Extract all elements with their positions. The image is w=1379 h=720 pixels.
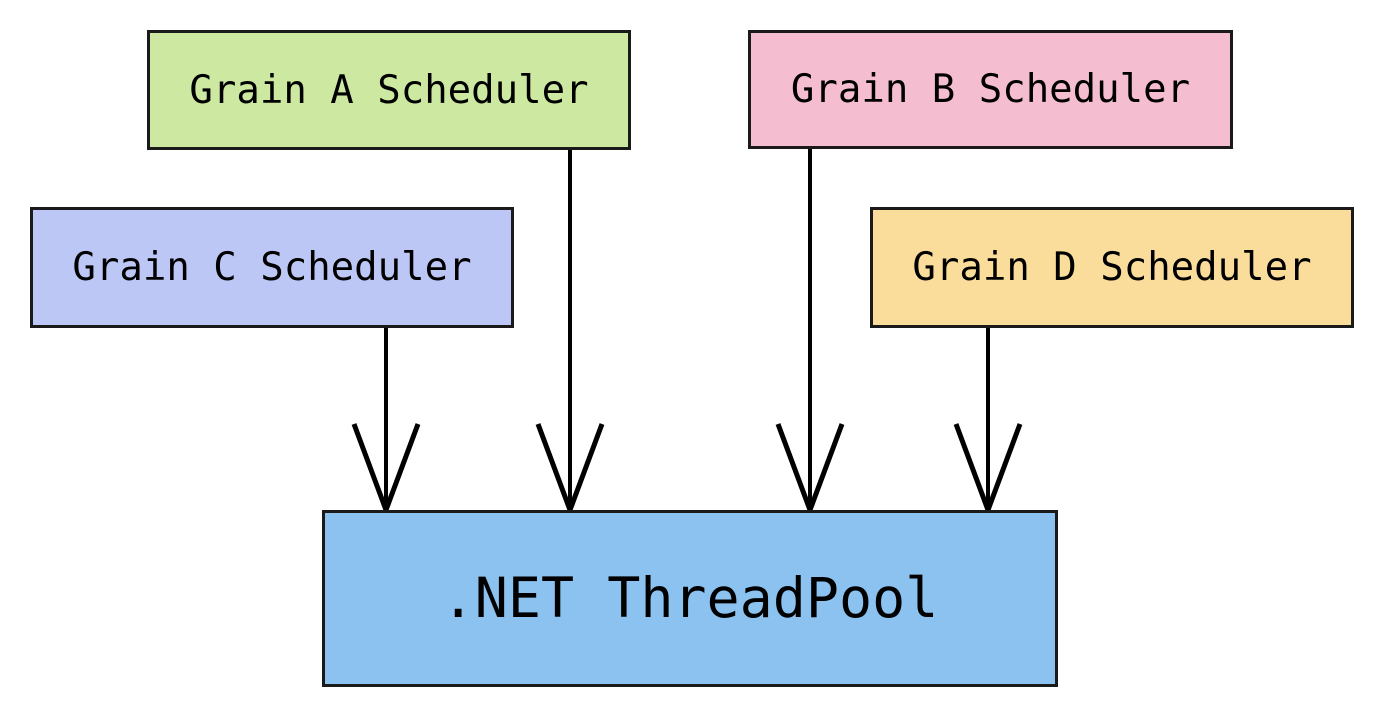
edge-grain-d-to-threadpool (953, 328, 1023, 518)
node-grain-d-scheduler[interactable]: Grain D Scheduler (870, 207, 1354, 328)
edge-grain-b-to-threadpool (775, 149, 845, 518)
node-grain-b-scheduler-label: Grain B Scheduler (790, 67, 1191, 112)
node-grain-a-scheduler-label: Grain A Scheduler (189, 67, 589, 113)
arrowhead-icon (535, 423, 605, 518)
node-grain-d-scheduler-label: Grain D Scheduler (912, 245, 1312, 290)
node-threadpool-label: .NET ThreadPool (441, 566, 939, 630)
edge-grain-c-to-threadpool (351, 328, 421, 518)
node-grain-b-scheduler[interactable]: Grain B Scheduler (748, 30, 1233, 149)
node-grain-c-scheduler[interactable]: Grain C Scheduler (30, 207, 514, 328)
node-grain-c-scheduler-label: Grain C Scheduler (72, 245, 472, 290)
node-threadpool[interactable]: .NET ThreadPool (322, 510, 1058, 687)
edge-grain-a-to-threadpool (535, 150, 605, 518)
arrowhead-icon (351, 423, 421, 518)
arrowhead-icon (775, 423, 845, 518)
node-grain-a-scheduler[interactable]: Grain A Scheduler (147, 30, 631, 150)
arrowhead-icon (953, 423, 1023, 518)
